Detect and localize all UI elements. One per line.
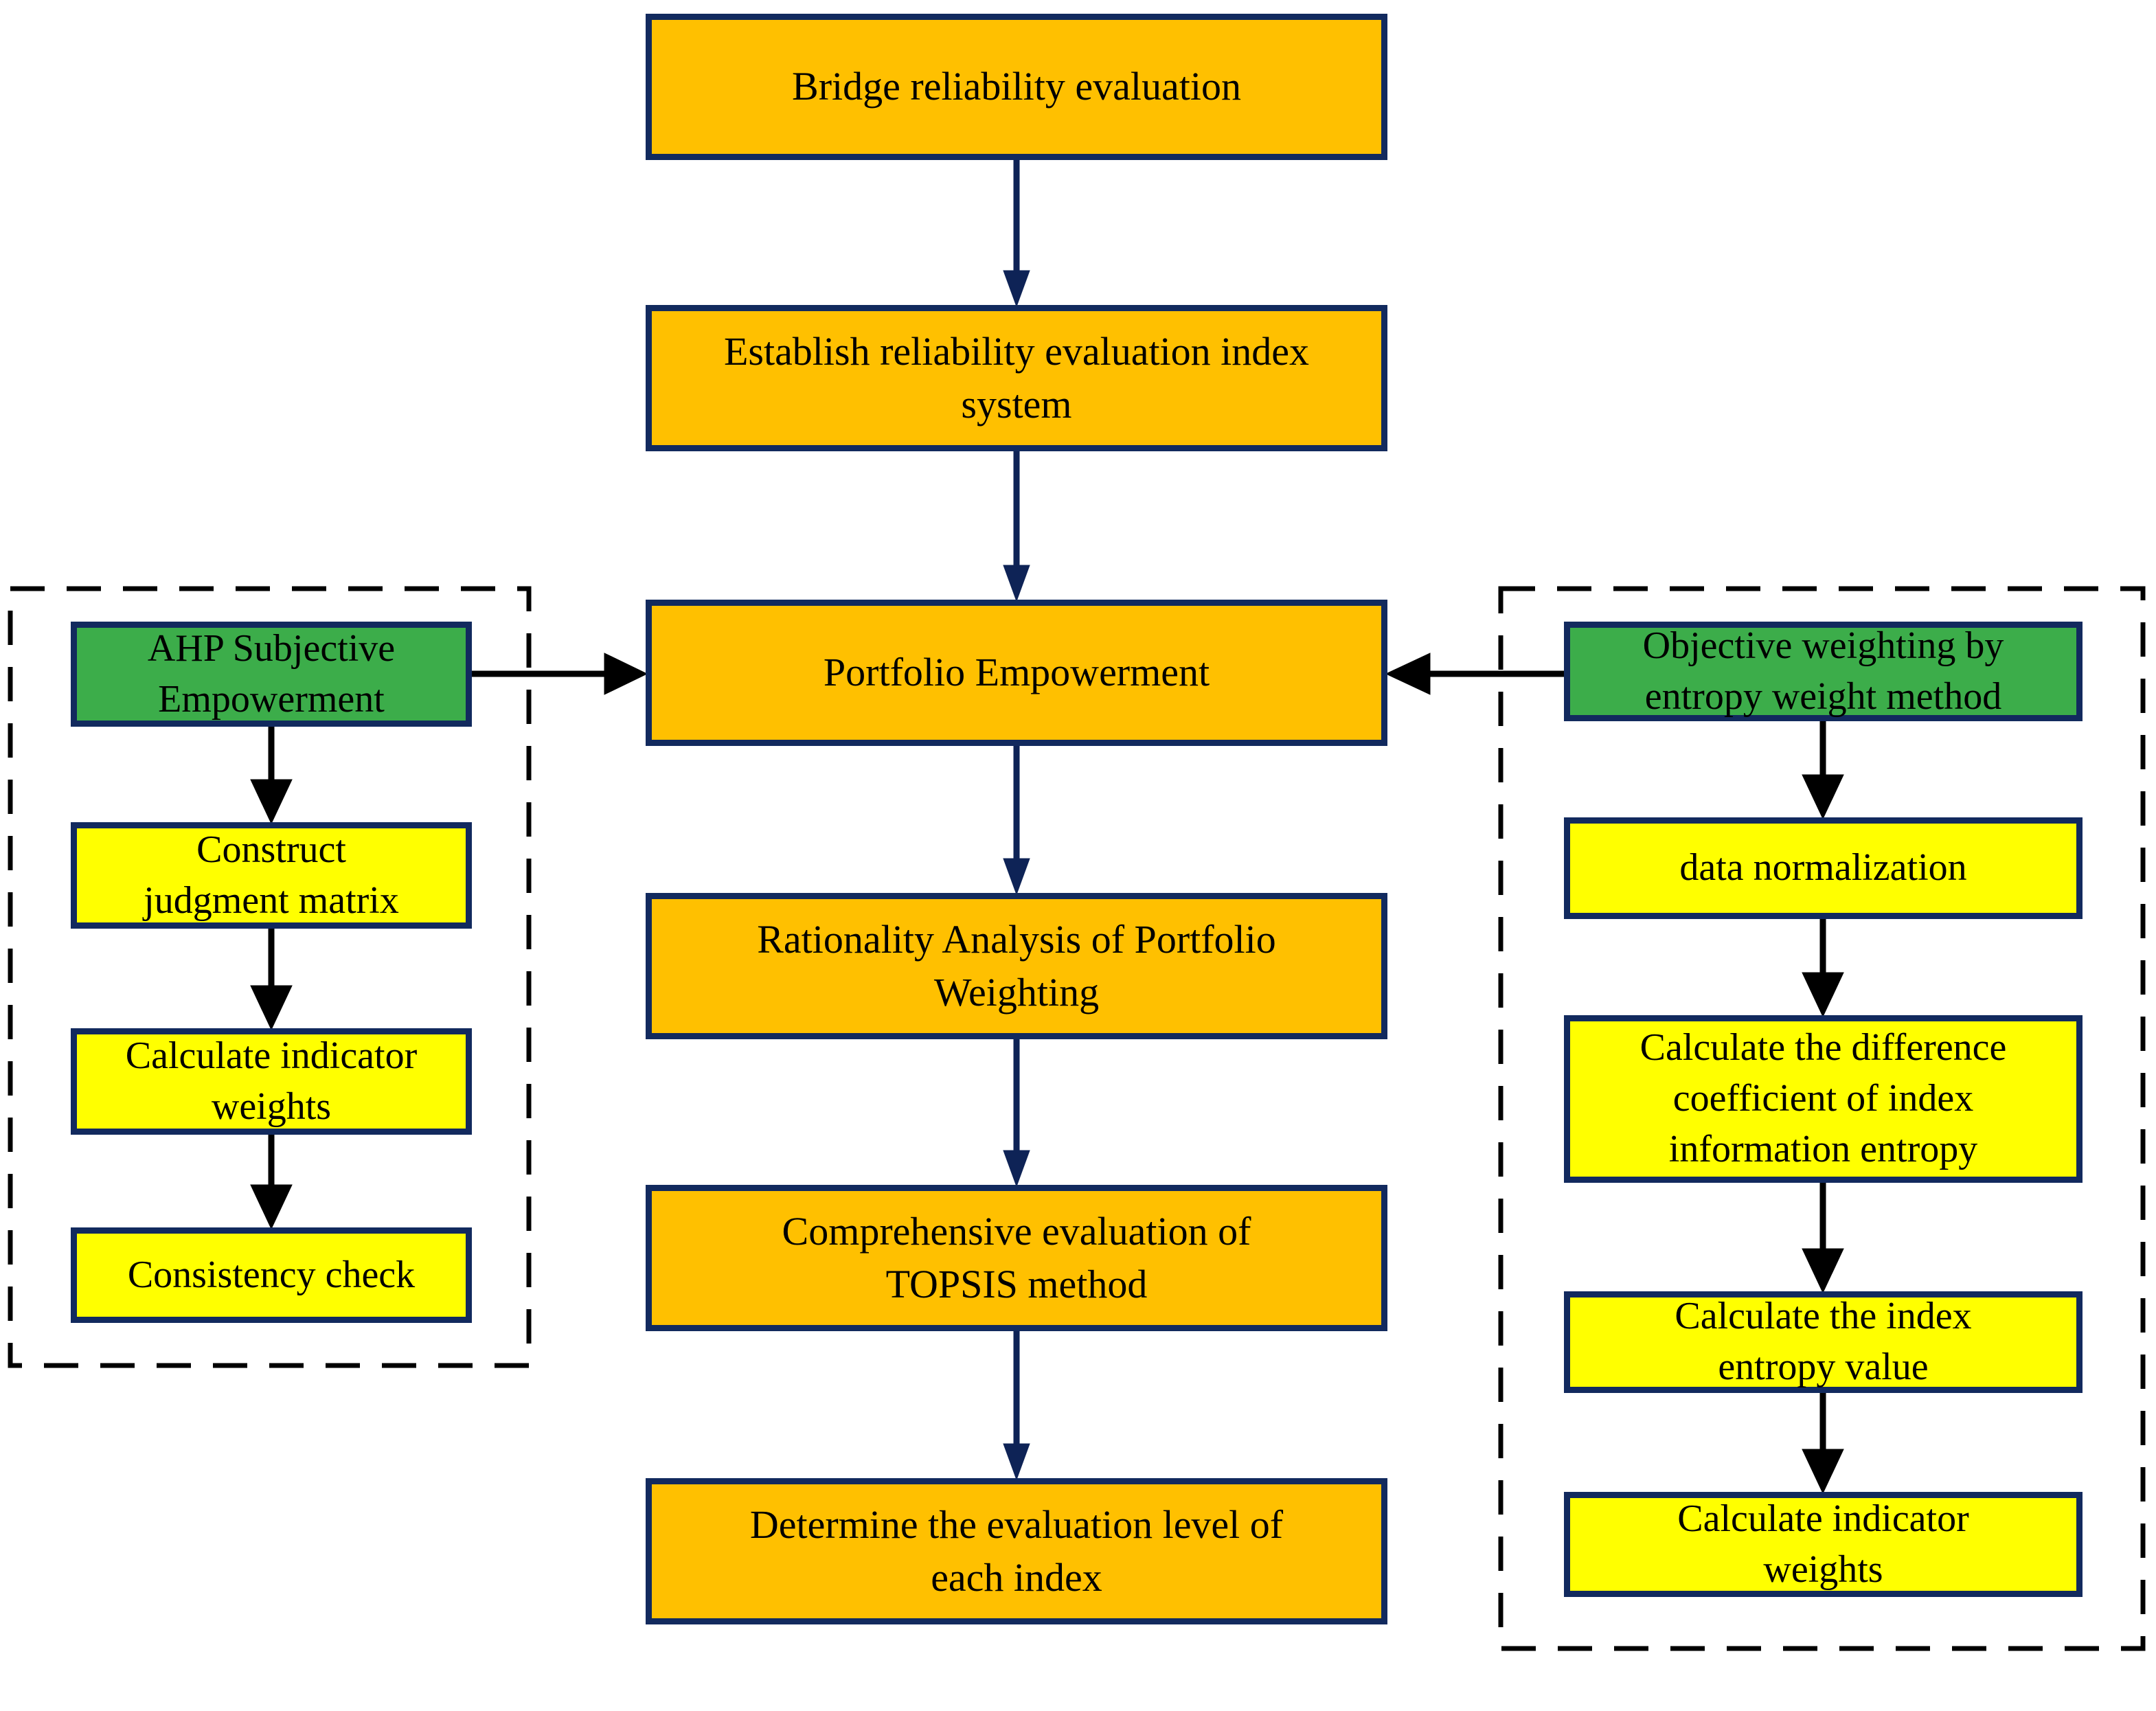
box-establish-index-system: Establish reliability evaluation index s… [646,305,1387,451]
box-rationality-analysis: Rationality Analysis of Portfolio Weight… [646,893,1387,1039]
arrow-center-1-head [1003,270,1030,308]
box-bridge-reliability-evaluation: Bridge reliability evaluation [646,14,1387,160]
arrow-center-3-head [1003,858,1030,896]
box-consistency-check: Consistency check [71,1227,472,1323]
horizontal-connectors [472,653,1564,695]
box-construct-judgment-matrix: Construct judgment matrix [71,822,472,929]
arrow-entropy-3-head [1802,1248,1844,1294]
arrow-ahp-3-head [250,1184,293,1230]
box-index-entropy-value: Calculate the index entropy value [1564,1291,2083,1393]
arrow-center-4-head [1003,1150,1030,1188]
arrow-entropy-4-head [1802,1449,1844,1495]
box-determine-evaluation-level: Determine the evaluation level of each i… [646,1478,1387,1624]
box-data-normalization: data normalization [1564,817,2083,919]
box-topsis-evaluation: Comprehensive evaluation of TOPSIS metho… [646,1185,1387,1331]
box-portfolio-empowerment: Portfolio Empowerment [646,600,1387,746]
arrow-entropy-to-portfolio-head [1385,653,1431,695]
arrow-entropy-2-head [1802,972,1844,1018]
box-entropy-calculate-indicator-weights: Calculate indicator weights [1564,1492,2083,1597]
entropy-arrows [1802,721,1844,1495]
entropy-group-dashed-container [1498,586,2146,1651]
arrow-ahp-1-head [250,779,293,825]
arrow-center-2-head [1003,565,1030,602]
box-difference-coefficient: Calculate the difference coefficient of … [1564,1015,2083,1183]
ahp-arrows [250,727,293,1230]
arrow-ahp-2-head [250,985,293,1031]
arrow-ahp-to-portfolio-head [604,653,648,695]
box-ahp-subjective-empowerment: AHP Subjective Empowerment [71,622,472,727]
box-ahp-calculate-indicator-weights: Calculate indicator weights [71,1028,472,1135]
center-arrows [1003,160,1030,1481]
arrow-entropy-1-head [1802,774,1844,820]
ahp-group-dashed-container [8,586,532,1368]
arrow-center-5-head [1003,1443,1030,1481]
box-objective-weighting-entropy: Objective weighting by entropy weight me… [1564,622,2083,721]
